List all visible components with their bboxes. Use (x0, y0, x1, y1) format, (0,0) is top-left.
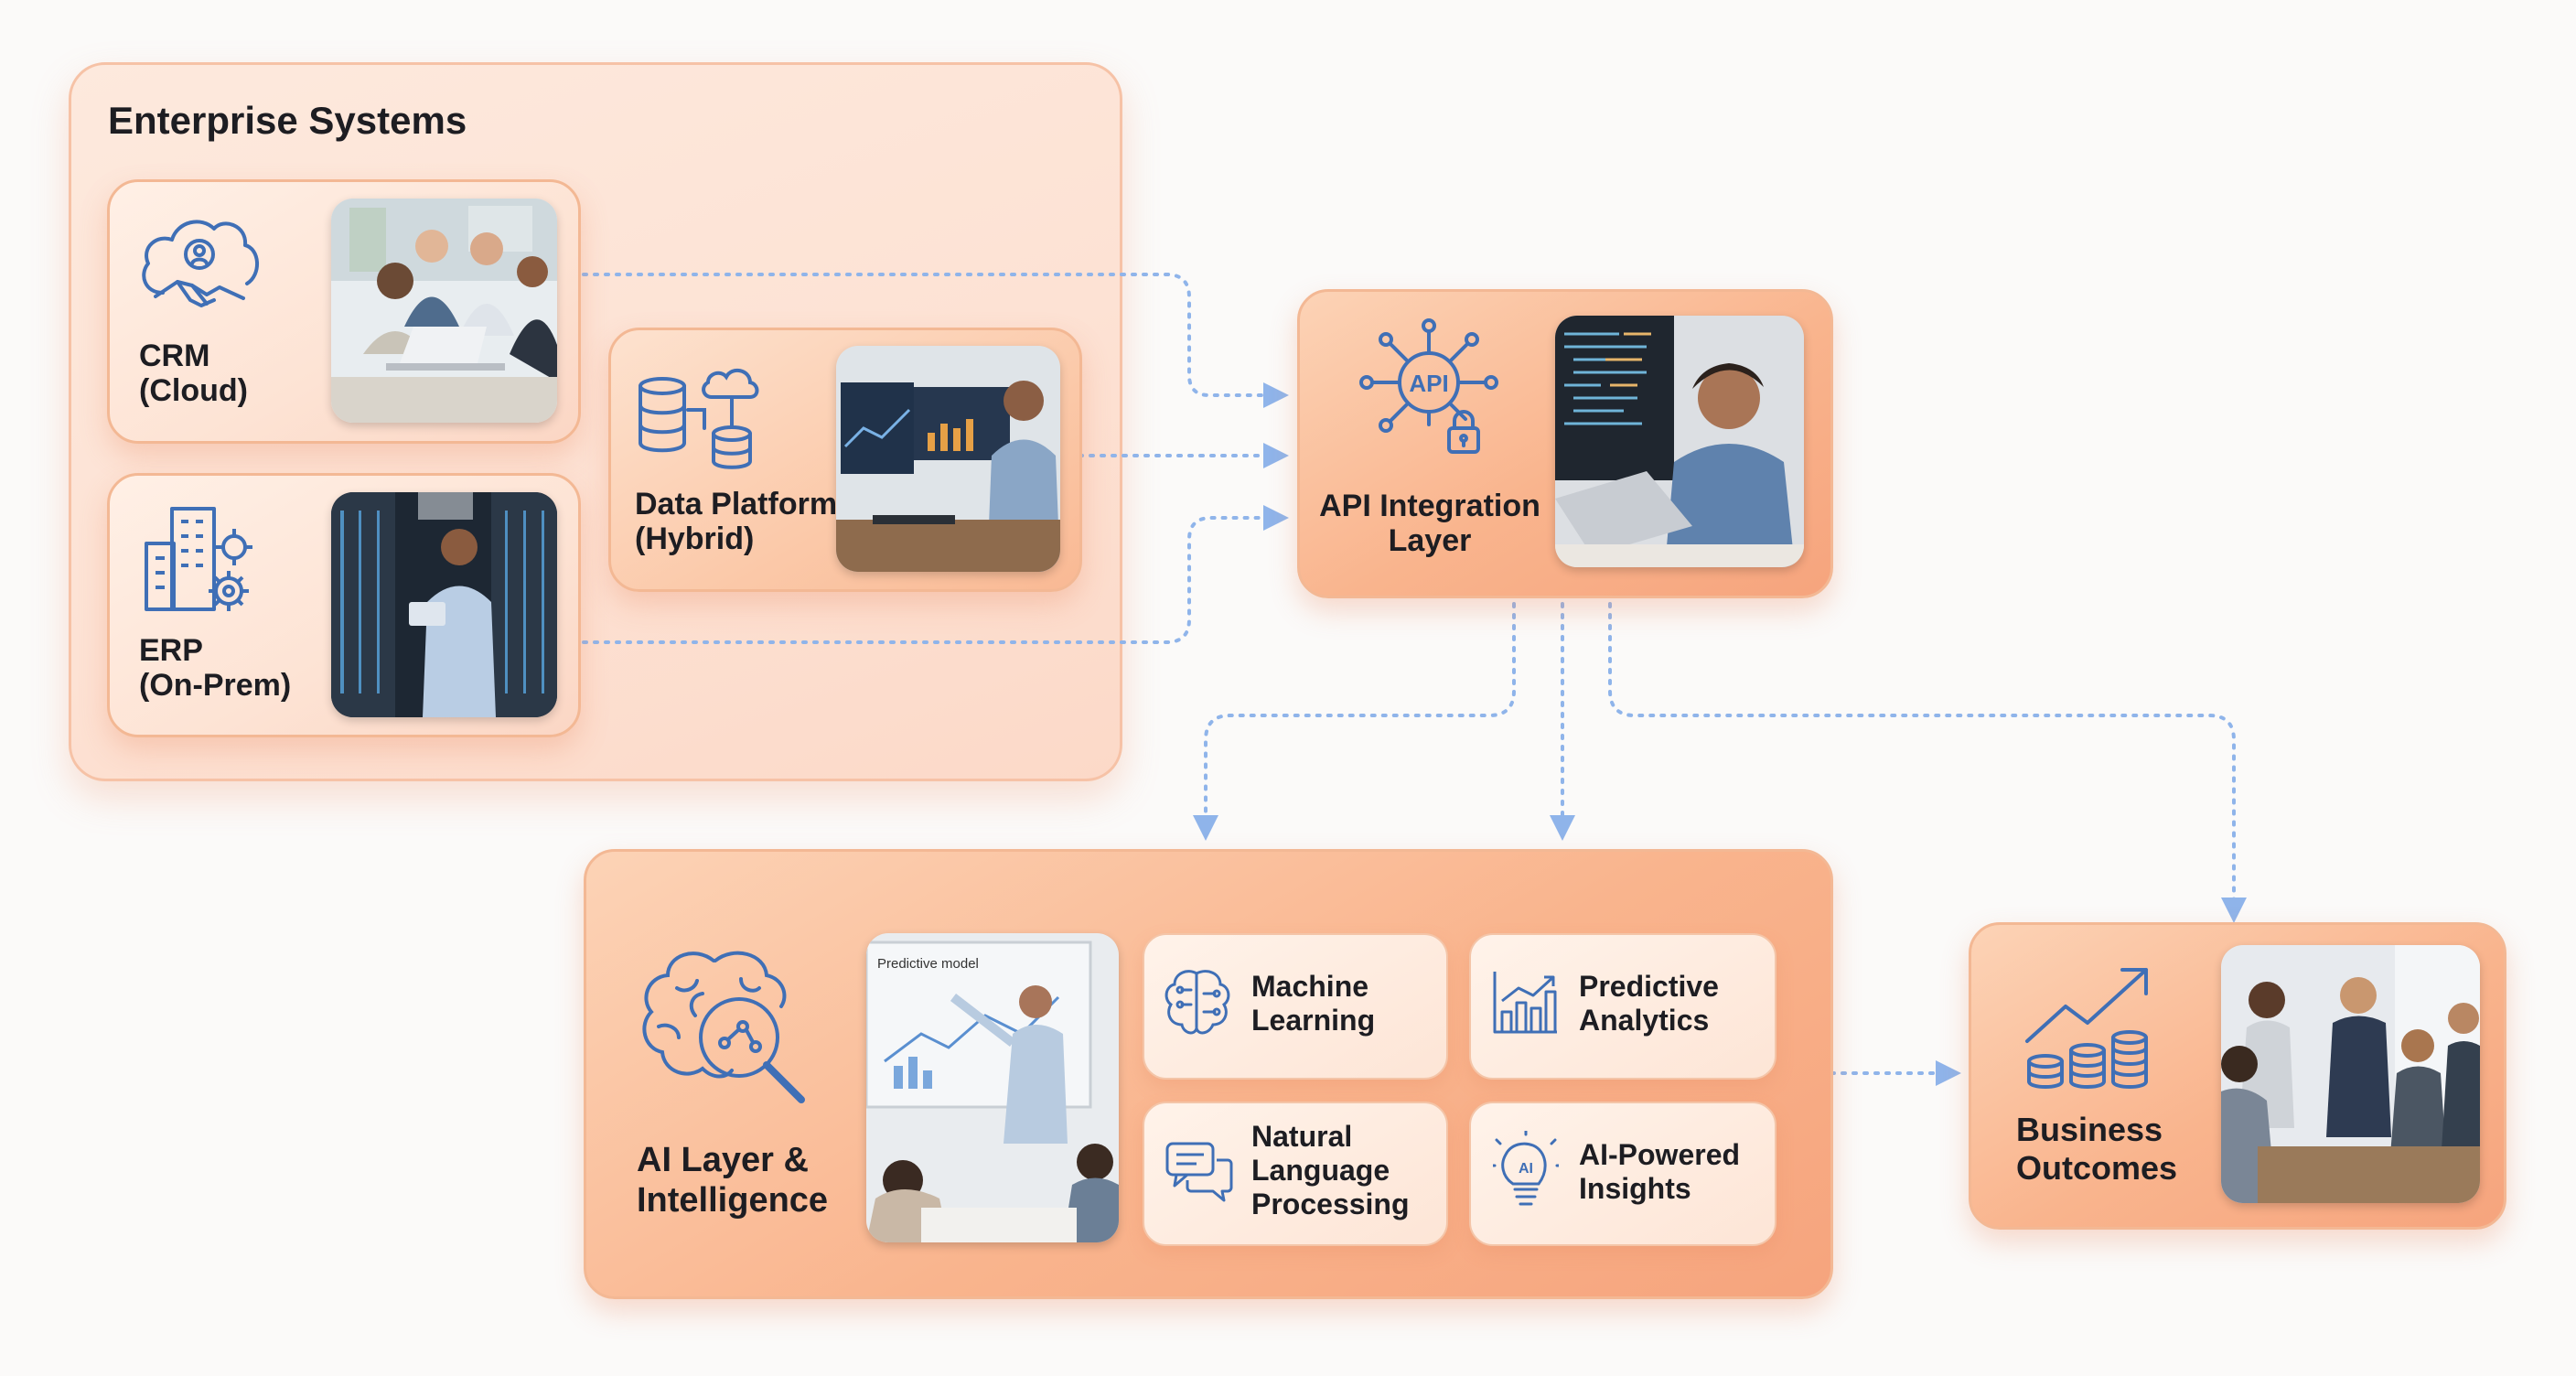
api-developer-photo (1555, 316, 1804, 567)
ai-meeting-photo: Predictive model (866, 933, 1119, 1242)
svg-text:AI: AI (1519, 1161, 1533, 1177)
predictive-analytics-tile[interactable] (1469, 933, 1776, 1080)
crm-team-photo (331, 199, 557, 423)
svg-text:Predictive model: Predictive model (877, 956, 979, 972)
cloud-handshake-icon (142, 220, 259, 307)
growth-coins-icon (2025, 968, 2148, 1089)
ai-layer-label: AI Layer &Intelligence (637, 1141, 829, 1220)
crm-label: CRM(Cloud) (139, 339, 248, 408)
building-gear-icon (145, 507, 252, 611)
business-meeting-photo (2221, 945, 2480, 1203)
enterprise-systems-title: Enterprise Systems (108, 99, 467, 142)
erp-datacenter-photo (331, 492, 557, 717)
chat-bubbles-icon (1165, 1142, 1233, 1202)
ai-insights-tile[interactable] (1469, 1102, 1776, 1246)
brain-circuit-icon (1165, 970, 1230, 1035)
svg-text:API: API (1409, 370, 1448, 397)
data-platform-label: Data Platform(Hybrid) (635, 487, 838, 556)
erp-label: ERP(On-Prem) (139, 633, 292, 703)
machine-learning-tile[interactable] (1143, 933, 1448, 1080)
brain-magnifier-icon (642, 951, 805, 1103)
data-platform-analyst-photo (836, 346, 1060, 572)
ai-lightbulb-icon: AI (1493, 1131, 1559, 1206)
connector-api-to-ai-left (1193, 602, 1516, 841)
api-lock-network-icon: API (1359, 318, 1498, 454)
bar-chart-trend-icon (1493, 972, 1557, 1034)
database-cloud-icon (639, 368, 759, 469)
